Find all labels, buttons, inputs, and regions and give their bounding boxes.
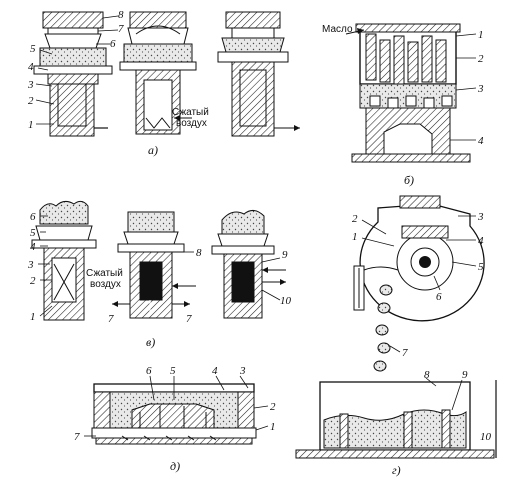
panel-g-label-2: 2: [352, 213, 358, 225]
panel-d-label-6: 6: [146, 365, 152, 377]
panel-d-label-7: 7: [74, 431, 80, 443]
panel-a-label-2: 2: [28, 95, 34, 107]
panel-a-label-8: 8: [118, 9, 124, 21]
panel-d-caption: д): [170, 459, 180, 473]
panel-a-label-6: 6: [110, 38, 116, 50]
panel-v-label-7-right: 7: [186, 313, 192, 325]
panel-b-label-3: 3: [477, 83, 484, 95]
panel-g-flask: [295, 380, 497, 459]
panel-g-label-10: 10: [480, 431, 492, 443]
panel-a-air-note-line1: Сжатый: [172, 107, 209, 118]
panel-v-label-6: 6: [30, 211, 36, 223]
panel-v-label-3: 3: [27, 259, 34, 271]
panel-g-label-9: 9: [462, 369, 468, 381]
panel-v-diagram: 6 5 4 3 2 1 8 7 7 9 10 Сжатый воздух в): [27, 200, 292, 349]
panel-d-diagram: 6 5 4 3 2 1 7 д): [74, 365, 276, 473]
panel-a-label-1: 1: [28, 119, 34, 131]
panel-a-diagram: 8 7 6 5 4 3 2 1 Сжатый воздух а): [27, 9, 300, 157]
panel-v-caption: в): [146, 335, 155, 349]
panel-v-label-4: 4: [30, 241, 36, 253]
panel-v-label-7-left: 7: [108, 313, 114, 325]
panel-d-label-5: 5: [170, 365, 176, 377]
panel-b-label-4: 4: [478, 135, 484, 147]
panel-a-label-3: 3: [27, 79, 34, 91]
panel-v-label-2: 2: [30, 275, 36, 287]
panel-v-label-1: 1: [30, 311, 36, 323]
panel-v-machine-2: [112, 211, 196, 319]
panel-b-oil-note: Масло: [322, 24, 353, 35]
panel-d-label-2: 2: [270, 401, 276, 413]
panel-v-label-10: 10: [280, 295, 292, 307]
panel-g-label-7: 7: [402, 347, 408, 359]
panel-g-label-5: 5: [478, 261, 484, 273]
panel-a-caption: а): [148, 143, 158, 157]
panel-d-label-1: 1: [270, 421, 276, 433]
panel-g-label-1: 1: [352, 231, 358, 243]
panel-a-machine-2: [119, 11, 197, 135]
panel-v-label-8: 8: [196, 247, 202, 259]
panel-g-label-3: 3: [477, 211, 484, 223]
panel-a-machine-1: [33, 11, 113, 137]
panel-g-caption: г): [392, 463, 401, 477]
panel-g-label-6: 6: [436, 291, 442, 303]
panel-a-label-4: 4: [28, 61, 34, 73]
panel-v-label-9: 9: [282, 249, 288, 261]
panel-g-sand-clumps: [373, 284, 393, 372]
panel-b-label-2: 2: [478, 53, 484, 65]
panel-v-machine-1: [31, 200, 97, 321]
panel-g-label-8: 8: [424, 369, 430, 381]
panel-v-air-note-line2: воздух: [90, 279, 121, 290]
panel-a-label-7: 7: [118, 23, 124, 35]
panel-a-label-5: 5: [30, 43, 36, 55]
panel-a-air-note-line2: воздух: [176, 118, 207, 129]
panel-v-air-note-line1: Сжатый: [86, 268, 123, 279]
panel-b-label-1: 1: [478, 29, 484, 41]
panel-b-diagram: Масло 1 2 3 4 б): [322, 23, 484, 187]
panel-g-slinger: [353, 195, 485, 322]
panel-d-label-3: 3: [239, 365, 246, 377]
panel-a-machine-3: [217, 11, 300, 137]
panel-g-diagram: 2 1 3 4 5 6 7 8 9 10 г): [295, 195, 497, 477]
panel-d-label-4: 4: [212, 365, 218, 377]
panel-v-machine-3: [211, 210, 286, 319]
panel-v-label-5: 5: [30, 227, 36, 239]
panel-g-label-4: 4: [478, 235, 484, 247]
panel-b-caption: б): [404, 173, 414, 187]
